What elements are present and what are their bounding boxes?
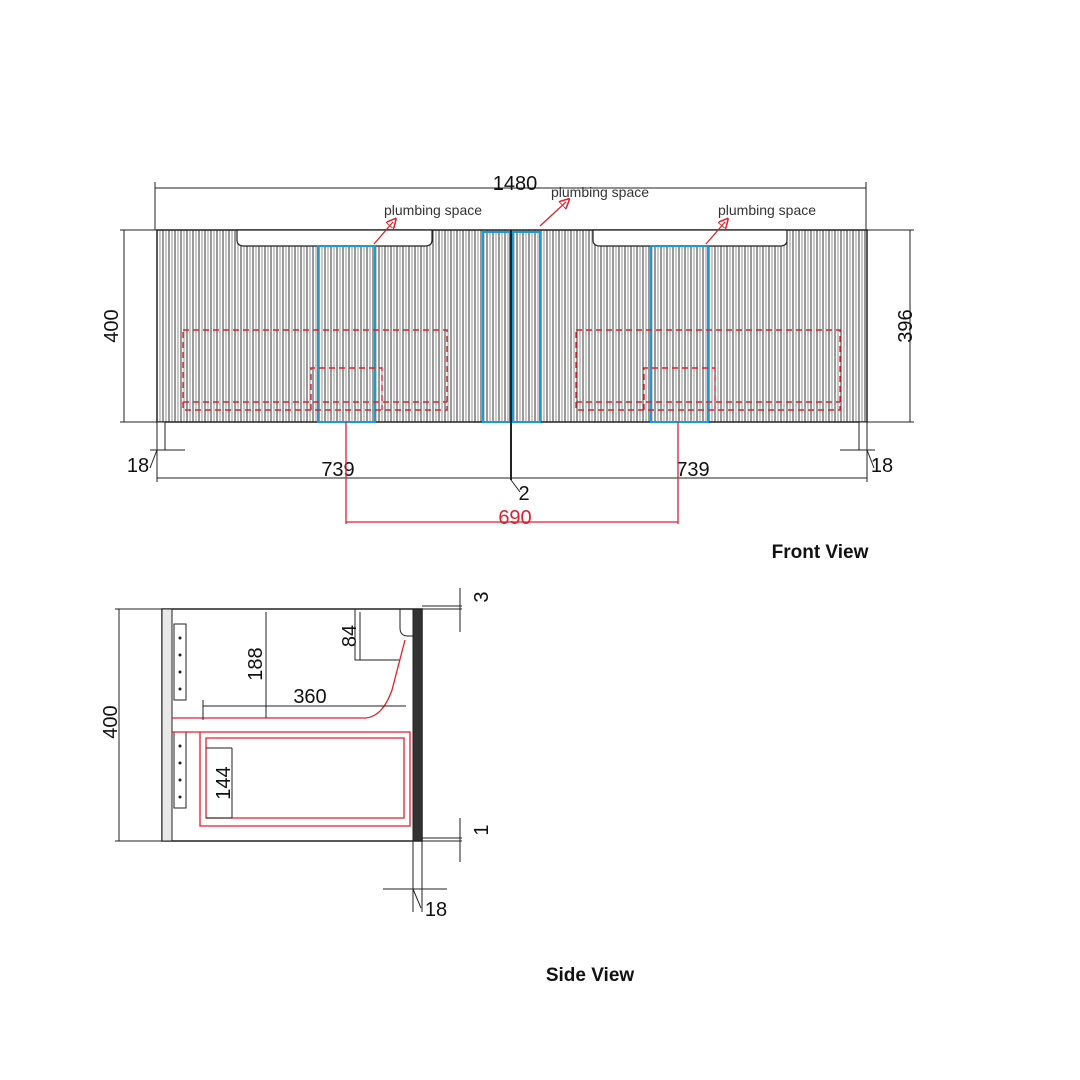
leg-right [858, 421, 868, 451]
centers-label: 690 [498, 507, 531, 529]
front-width-label: 1480 [493, 173, 538, 195]
front-height-right-label: 396 [895, 309, 917, 342]
basin-cutout-left [236, 229, 433, 247]
foot-right-label: 18 [871, 455, 893, 477]
top-gap-label: 3 [471, 591, 493, 602]
basin-cutout-right [592, 229, 788, 247]
front-thickness-label: 18 [425, 899, 447, 921]
cabinet-front [156, 229, 868, 480]
plumbing-area-right [650, 245, 709, 423]
half-left-label: 739 [321, 459, 354, 481]
cabinet-side [161, 608, 423, 842]
plumbing-area-mid-right [512, 231, 541, 423]
side-view: 400 188 360 144 84 [100, 588, 634, 986]
drawer-outline-right [575, 329, 841, 411]
bottom-gap-label: 1 [471, 824, 493, 835]
front-height-left-label: 400 [101, 309, 123, 342]
front-view-title: Front View [772, 542, 869, 563]
drawer-notch-left [310, 367, 383, 410]
drawer-notch-right [643, 367, 716, 410]
side-view-title: Side View [546, 965, 635, 986]
plumbing-note-right: plumbing space [718, 202, 816, 218]
drawer-lower-outline [172, 731, 411, 827]
mount-rail-upper [173, 623, 187, 701]
top-lip-label: 84 [339, 625, 361, 647]
half-right-label: 739 [676, 459, 709, 481]
plumbing-note-mid: plumbing space [551, 184, 649, 200]
drawer-outline-left [182, 329, 448, 411]
drawer-upper-outline [172, 639, 406, 719]
drawer-depth-label: 360 [293, 686, 326, 708]
side-height-label: 400 [100, 705, 122, 738]
upper-depth-label: 188 [245, 647, 267, 680]
plumbing-note-left: plumbing space [384, 202, 482, 218]
front-view: 1480 400 [101, 173, 917, 563]
gap-label: 2 [518, 483, 529, 505]
leg-left [156, 421, 166, 451]
lower-depth-label: 144 [213, 766, 235, 799]
foot-left-label: 18 [127, 455, 149, 477]
